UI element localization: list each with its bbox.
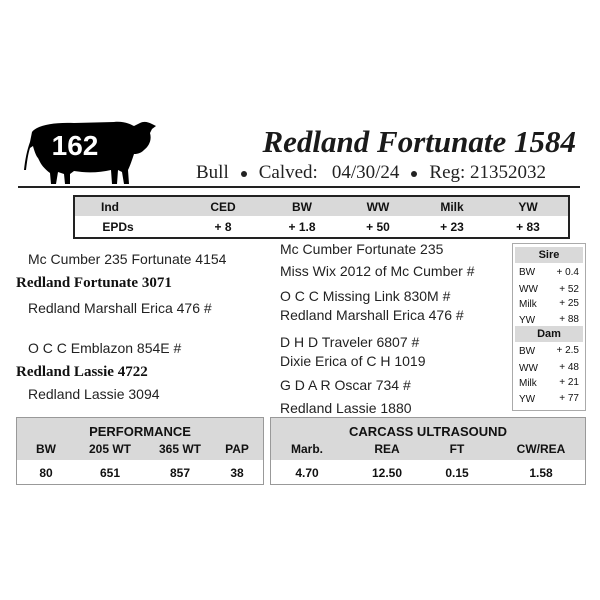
dam-epd-value: + 2.5 <box>556 345 579 356</box>
sire-epd-label: Milk <box>519 299 537 310</box>
performance-col-365wt: 365 WT <box>158 442 201 456</box>
sire-epd-value: + 0.4 <box>556 267 579 278</box>
dam-epd-label: YW <box>519 394 536 405</box>
carcass-ultrasound-table: CARCASS ULTRASOUND Marb. REA FT CW/REA 4… <box>270 417 586 485</box>
reg-label: Reg: <box>429 162 466 183</box>
epd-header-ww: WW <box>366 200 390 214</box>
pedigree-dam-sire: O C C Emblazon 854E # <box>28 340 182 356</box>
performance-value-205wt: 651 <box>99 466 121 480</box>
pedigree-sdss: D H D Traveler 6807 # <box>280 334 420 350</box>
performance-col-205wt: 205 WT <box>88 442 131 456</box>
sire-epd-title: Sire <box>515 247 583 263</box>
performance-value-pap: 38 <box>230 466 244 480</box>
sire-epd-label: WW <box>519 284 538 295</box>
pedigree-ssdd: Redland Marshall Erica 476 # <box>280 307 464 323</box>
carcass-col-ft: FT <box>449 442 465 456</box>
bullet-dot-icon <box>240 170 247 177</box>
carcass-value-ft: 0.15 <box>445 466 469 480</box>
epd-header-milk: Milk <box>440 200 464 214</box>
performance-col-bw: BW <box>36 442 56 456</box>
dam-epd-label: BW <box>519 346 536 357</box>
epd-row-label: EPDs <box>102 220 134 234</box>
dam-epd-title: Dam <box>515 326 583 342</box>
carcass-col-cwrea: CW/REA <box>516 442 566 456</box>
epd-value-milk: + 23 <box>440 220 464 234</box>
sire-epd-value: + 52 <box>559 284 579 295</box>
pedigree-ssss: Mc Cumber Fortunate 235 <box>280 241 444 257</box>
carcass-title: CARCASS ULTRASOUND <box>349 424 507 439</box>
performance-header <box>17 418 263 460</box>
pedigree-sire: Redland Fortunate 3071 <box>16 275 172 291</box>
carcass-value-marb: 4.70 <box>295 466 319 480</box>
pedigree-dam-dam: Redland Lassie 3094 <box>28 386 160 402</box>
performance-table: PERFORMANCE BW 205 WT 365 WT PAP 80 651 … <box>16 417 264 485</box>
calved-label: Calved: <box>258 162 318 183</box>
dam-epd-value: + 21 <box>559 377 579 388</box>
animal-info-line: Bull Calved: 04/30/24 Reg: 21352032 <box>196 162 546 184</box>
reg-number: 21352032 <box>470 162 547 183</box>
sire-epd-value: + 88 <box>559 314 579 325</box>
dam-epd-value: + 77 <box>559 393 579 404</box>
sire-dam-epd-box: Sire BW + 0.4 WW + 52 Milk + 25 YW + 88 … <box>512 243 586 411</box>
epd-header-row <box>75 197 568 216</box>
epd-table: Ind CED BW WW Milk YW EPDs + 8 + 1.8 + 5… <box>73 195 570 239</box>
dam-epd-label: WW <box>519 363 538 374</box>
pedigree-sssd: Miss Wix 2012 of Mc Cumber # <box>280 263 475 279</box>
performance-col-pap: PAP <box>225 442 249 456</box>
performance-title: PERFORMANCE <box>89 424 191 439</box>
dam-epd-label: Milk <box>519 378 537 389</box>
performance-value-365wt: 857 <box>169 466 191 480</box>
pedigree-sdds: G D A R Oscar 734 # <box>280 377 411 393</box>
sire-epd-label: BW <box>519 267 536 278</box>
pedigree-sddd: Redland Lassie 1880 <box>280 400 412 416</box>
epd-header-ind: Ind <box>101 200 119 214</box>
pedigree-sire-sire: Mc Cumber 235 Fortunate 4154 <box>28 251 227 267</box>
pedigree-dam: Redland Lassie 4722 <box>16 364 148 380</box>
epd-value-bw: + 1.8 <box>288 220 316 234</box>
animal-name: Redland Fortunate 1584 <box>262 124 577 159</box>
epd-header-yw: YW <box>518 200 538 214</box>
epd-value-ww: + 50 <box>366 220 390 234</box>
sire-epd-value: + 25 <box>559 298 579 309</box>
carcass-col-rea: REA <box>374 442 400 456</box>
header-divider <box>18 186 580 188</box>
bullet-dot-icon <box>411 170 418 177</box>
pedigree-ssds: O C C Missing Link 830M # <box>280 288 451 304</box>
sex: Bull <box>196 162 229 183</box>
carcass-header <box>271 418 585 460</box>
carcass-value-rea: 12.50 <box>371 466 403 480</box>
epd-header-ced: CED <box>210 200 236 214</box>
epd-value-yw: + 83 <box>516 220 540 234</box>
pedigree-sdsd: Dixie Erica of C H 1019 <box>280 353 426 369</box>
carcass-value-cwrea: 1.58 <box>529 466 553 480</box>
epd-header-bw: BW <box>292 200 312 214</box>
performance-value-bw: 80 <box>39 466 53 480</box>
calved-date: 04/30/24 <box>331 162 400 183</box>
bull-silhouette-icon <box>24 121 156 184</box>
sire-epd-label: YW <box>519 315 536 326</box>
carcass-col-marb: Marb. <box>290 442 323 456</box>
pedigree-sire-dam: Redland Marshall Erica 476 # <box>28 300 212 316</box>
dam-epd-value: + 48 <box>559 362 579 373</box>
lot-number: 162 <box>51 130 99 161</box>
epd-value-ced: + 8 <box>214 220 232 234</box>
